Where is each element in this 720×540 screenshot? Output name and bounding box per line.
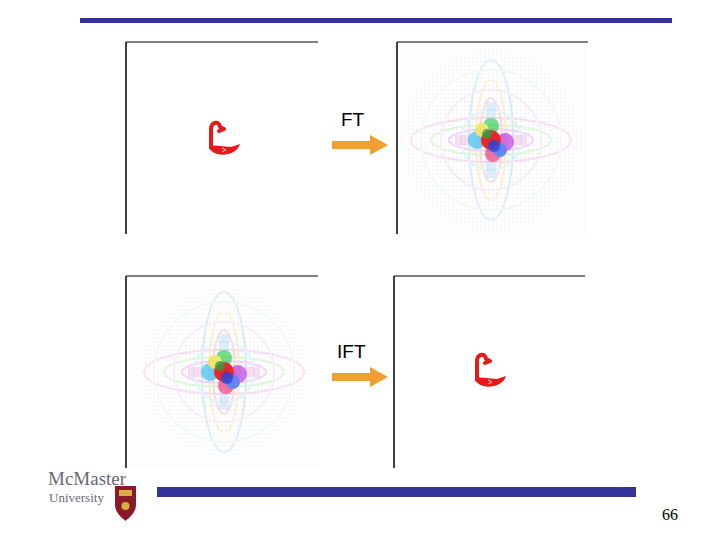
image-panel: [394, 276, 585, 468]
logo-wordmark: McMaster: [48, 469, 126, 488]
image-panel: [126, 42, 318, 234]
transform-arrow: [332, 135, 388, 155]
spectrum-panel: [126, 276, 319, 468]
spectrum-panel: [396, 42, 588, 236]
university-crest: [115, 486, 136, 521]
operation-label: IFT: [337, 342, 366, 361]
logo-subtitle: University: [49, 491, 104, 504]
bottom-rule: [157, 487, 636, 497]
top-rule: [80, 18, 672, 23]
transform-arrow: [332, 367, 388, 387]
operation-label: FT: [341, 110, 364, 129]
page-number: 66: [662, 507, 678, 523]
